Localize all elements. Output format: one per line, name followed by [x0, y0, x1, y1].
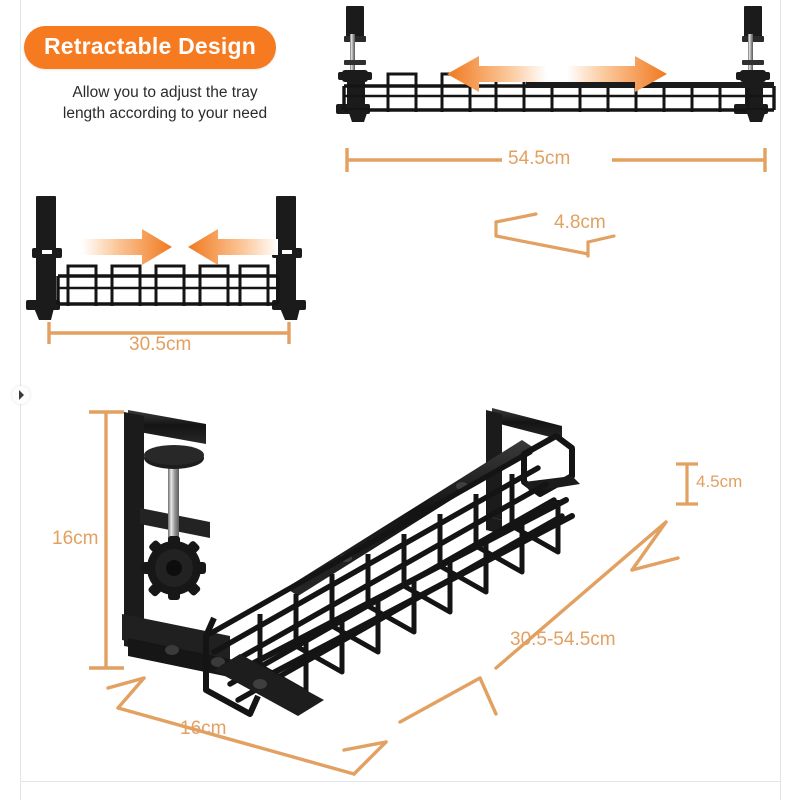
extend-arrows-outward	[447, 56, 667, 92]
dimension-line-4-8cm	[494, 212, 616, 258]
front-clamp	[122, 410, 234, 678]
page-title-badge: Retractable Design	[24, 26, 276, 69]
arrow-right-icon	[567, 56, 667, 92]
dimension-label-retracted: 30.5cm	[129, 334, 192, 355]
dimension-line-depth-16cm	[106, 676, 388, 776]
dimension-label-tray-height: 4.5cm	[696, 472, 743, 491]
frame-border-bottom	[20, 781, 781, 782]
dimension-line-30-5cm	[47, 322, 291, 344]
arrow-right-icon	[82, 229, 172, 265]
subtitle-text: Allow you to adjust the tray length acco…	[40, 82, 290, 124]
dimension-label-height: 16cm	[52, 528, 99, 549]
dimension-label-length-range: 30.5-54.5cm	[510, 629, 616, 650]
dimension-line-height-16cm	[89, 410, 124, 670]
dimension-label-extended: 54.5cm	[508, 148, 571, 169]
arrow-left-icon	[188, 229, 278, 265]
dimension-label-clamp-depth: 4.8cm	[554, 212, 606, 233]
clamp-knob	[142, 536, 206, 600]
subtitle-line-2: length according to your need	[62, 105, 268, 122]
dimension-line-4-5cm	[676, 462, 698, 506]
hero-product-artwork	[122, 408, 580, 717]
frame-border-right	[780, 0, 781, 800]
extended-tray-artwork	[336, 6, 776, 122]
dimension-label-depth: 16cm	[180, 718, 227, 739]
subtitle-line-1: Allow you to adjust the tray	[72, 84, 258, 101]
retract-arrows-inward	[82, 229, 278, 265]
retracted-tray-artwork	[26, 196, 306, 320]
front-base-plate	[214, 654, 324, 716]
arrow-left-icon	[447, 56, 547, 92]
dimension-line-54-5cm	[345, 148, 767, 172]
dimension-line-length-range	[398, 520, 680, 724]
carousel-prev-icon[interactable]	[12, 386, 30, 404]
